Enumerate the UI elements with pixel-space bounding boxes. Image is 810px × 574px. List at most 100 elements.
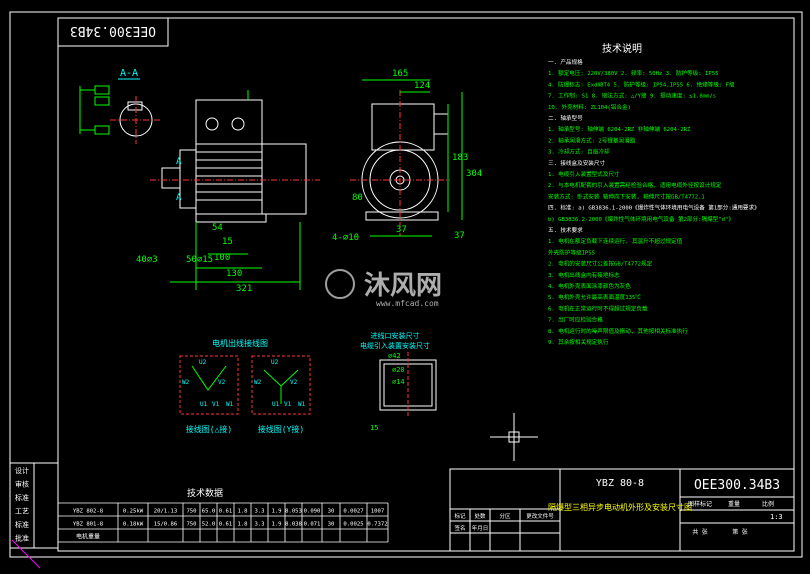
stamp-label: 标准 [15, 493, 29, 502]
tech-line: 4. 电机外壳表面涂漆颜色为灰色 [548, 282, 631, 290]
title-block: YBZ 80-8 隔爆型三相异步电动机外形及安装尺寸图 OEE300.34B3 … [449, 468, 795, 552]
tech-line: 8. 电机运行时的噪声限值及振动, 其他按相关标准执行 [548, 327, 688, 335]
motor-front-view [350, 90, 450, 236]
tech-line: 3. 电机出线盒内有接地标志 [548, 271, 620, 279]
spec-cell: 750 [186, 509, 196, 515]
spec-cell: 30 [328, 509, 335, 515]
stamp-label: 标准 [15, 520, 29, 529]
spec-cell: 1.9 [271, 522, 281, 528]
block-label: 处数 [474, 512, 486, 520]
stamp-label: 工艺 [15, 508, 29, 516]
spec-cell: 750 [186, 522, 196, 528]
cable-gland: 进线口安装尺寸 电缆引入装置安装尺寸 ∅42 ∅20 ∅14 15 [360, 331, 437, 432]
tech-line: 一. 产品规格 [548, 58, 583, 66]
side-dimensions: 321 130 100 15 54 40∅3 50∅15 [136, 90, 301, 294]
spec-cell: 0.61 [219, 509, 232, 515]
dim-15b: 15 [370, 424, 378, 432]
tech-line: 3. 冷却方式: 自扇冷却 [548, 148, 610, 156]
drawing-number-top: OEE300.34B3 [70, 23, 156, 38]
tech-line: 7. 工作制: S1 8. 接法方式: △/Y接 9. 振动速度: ≤1.8mm… [548, 92, 716, 100]
spec-cell: 20/1.13 [154, 509, 178, 515]
spec-cell: 8.038 [285, 522, 302, 528]
stamp-label: 批准 [15, 534, 29, 543]
cursor-arrow [11, 539, 41, 569]
section-mark-bottom: A [176, 193, 182, 203]
block-label: 标记 [454, 512, 466, 520]
spec-cell: 0.7372 [367, 522, 387, 528]
gland-title-2: 电缆引入装置安装尺寸 [360, 341, 430, 350]
spec-cell: 0.0027 [343, 509, 363, 515]
terminal-label-star: V1 [284, 401, 292, 408]
dim-phi20: ∅20 [392, 366, 405, 374]
spec-cell: 0.0025 [343, 522, 363, 528]
tech-line: 1. 轴承型号: 轴伸端 6204-2RZ 非轴伸端 6204-2RZ [548, 125, 691, 133]
model: YBZ 80-8 [596, 478, 644, 489]
tech-line: 1. 电缆引入装置型式及尺寸 [548, 170, 620, 178]
spec-footer: 电机重量 [76, 533, 100, 541]
terminal-label-star: U1 [272, 401, 280, 408]
spec-cell: 0.090 [304, 509, 321, 515]
watermark-url: www.mfcad.com [376, 299, 439, 308]
spec-cell: 1.9 [271, 509, 281, 515]
dim-54: 54 [212, 223, 223, 233]
terminal-label: W1 [226, 401, 234, 408]
dim-phi42: ∅42 [388, 352, 401, 360]
section-label: A-A [120, 68, 138, 79]
motor-side-view: A A [150, 99, 320, 223]
spec-cell: 3.3 [254, 509, 264, 515]
terminal-label: V2 [218, 379, 226, 386]
tech-line: b) GB3836.2-2000《爆炸性气体环境用电气设备 第2部分:隔爆型"d… [548, 215, 734, 223]
dim-304: 304 [466, 169, 482, 179]
dim-183: 183 [452, 153, 468, 163]
front-dimensions: 165 124 183 304 80 4-∅10 37 37 [332, 69, 482, 243]
watermark-text: 沐风网 [364, 271, 442, 301]
block-label: 签名 [454, 524, 465, 532]
dim-15: 15 [222, 237, 233, 247]
spec-cell: 0.18kW [123, 522, 144, 528]
terminal-title: 电机出线接线图 [212, 338, 268, 348]
block-right-label: 比例 [762, 500, 774, 508]
spec-cell: 15/0.86 [154, 522, 178, 528]
spec-cell: 30 [328, 522, 335, 528]
block-right-label: 图样标记 [688, 500, 712, 508]
section-mark-top: A [176, 157, 182, 167]
spec-cell: 1007 [371, 509, 384, 515]
dim-37: 37 [454, 231, 465, 241]
outer-frame [9, 11, 803, 558]
terminal-label: U2 [199, 359, 207, 366]
watermark: 沐风网 www.mfcad.com [325, 269, 442, 308]
block-label: 年月日 [472, 524, 489, 532]
dim-40: 40∅3 [136, 255, 158, 265]
dim-100: 100 [214, 253, 230, 263]
spec-cell: YBZ 802-8 [73, 509, 104, 515]
spec-cell: 8.053 [285, 509, 302, 515]
tech-line: 10. 外壳材料: ZL104(铝合金) [548, 103, 631, 111]
gland-title-1: 进线口安装尺寸 [371, 331, 420, 340]
tech-line: 9. 其余按相关规定执行 [548, 338, 609, 346]
block-sheet: 第 张 [732, 528, 748, 536]
tech-line: 2. 与本电机配套的引入装置需经检验合格, 适用电缆外径按设计规定 [548, 181, 722, 189]
inner-frame [57, 17, 795, 552]
terminal-label-star: W1 [298, 401, 306, 408]
block-label: 更改文件号 [526, 512, 554, 520]
spec-cell: 0.25kW [123, 509, 144, 515]
tech-line: 4. 防爆标志: ExdⅡBT4 5. 防护等级: IP54,IP55 6. 绝… [548, 80, 735, 88]
dim-phi14: ∅14 [392, 378, 405, 386]
tech-title: 技术说明 [602, 42, 642, 55]
dim-80: 80 [352, 193, 363, 203]
spec-table-title: 技术数据 [187, 487, 223, 499]
dim-124: 124 [414, 81, 430, 91]
drawing-number-box-top [57, 17, 169, 47]
title-cn: 隔爆型三相异步电动机外形及安装尺寸图 [548, 502, 692, 512]
block-right-label: 重量 [728, 500, 740, 508]
tech-line: 四. 标准: a) GB3836.1-2000《爆炸性气体环境用电气设备 第1部… [548, 204, 760, 212]
stamp-label: 设计 [15, 466, 29, 475]
spec-cell: 65.0 [202, 509, 215, 515]
spec-cell: YBZ 801-8 [73, 522, 104, 528]
stamp-label: 审核 [15, 480, 29, 489]
dim-37-front: 37 [396, 225, 407, 235]
terminal-star: 接线图(Y接) [258, 424, 304, 434]
